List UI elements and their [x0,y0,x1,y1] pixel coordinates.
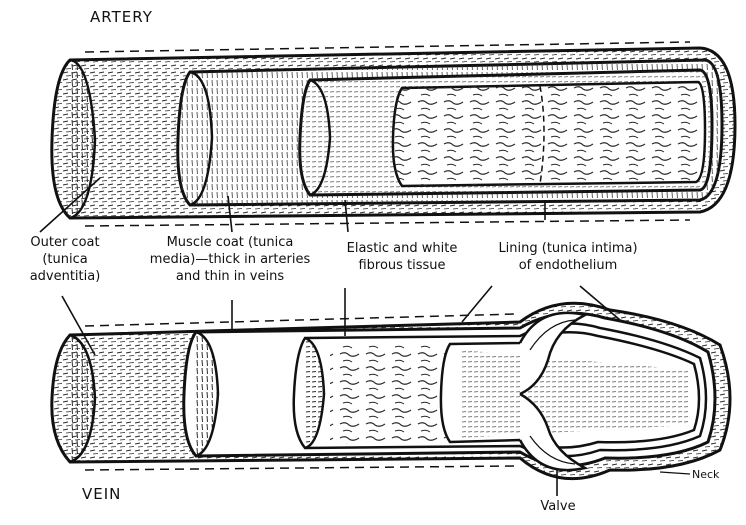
muscle-coat-line1: Muscle coat (tunica [132,234,328,251]
neck-label: Neck [692,466,719,483]
muscle-coat-label: Muscle coat (tunica media)—thick in arte… [132,234,328,285]
vein-lining [330,332,699,447]
vein-drawing [52,303,730,478]
elastic-tissue-label: Elastic and white fibrous tissue [322,240,482,274]
artery-drawing [52,42,735,226]
muscle-coat-line3: and thin in veins [132,268,328,285]
lining-label: Lining (tunica intima) of endothelium [478,240,658,274]
lining-line2: of endothelium [478,257,658,274]
elastic-line1: Elastic and white [322,240,482,257]
outer-coat-line3: adventitia) [10,268,120,285]
elastic-line2: fibrous tissue [322,257,482,274]
outer-coat-label: Outer coat (tunica adventitia) [10,234,120,285]
lining-line1: Lining (tunica intima) [478,240,658,257]
outer-coat-line1: Outer coat [10,234,120,251]
muscle-coat-line2: media)—thick in arteries [132,251,328,268]
vein-title: VEIN [82,486,121,503]
artery-title: ARTERY [90,9,153,26]
outer-coat-line2: (tunica [10,251,120,268]
artery-lining [393,82,705,186]
valve-label: Valve [530,498,586,515]
